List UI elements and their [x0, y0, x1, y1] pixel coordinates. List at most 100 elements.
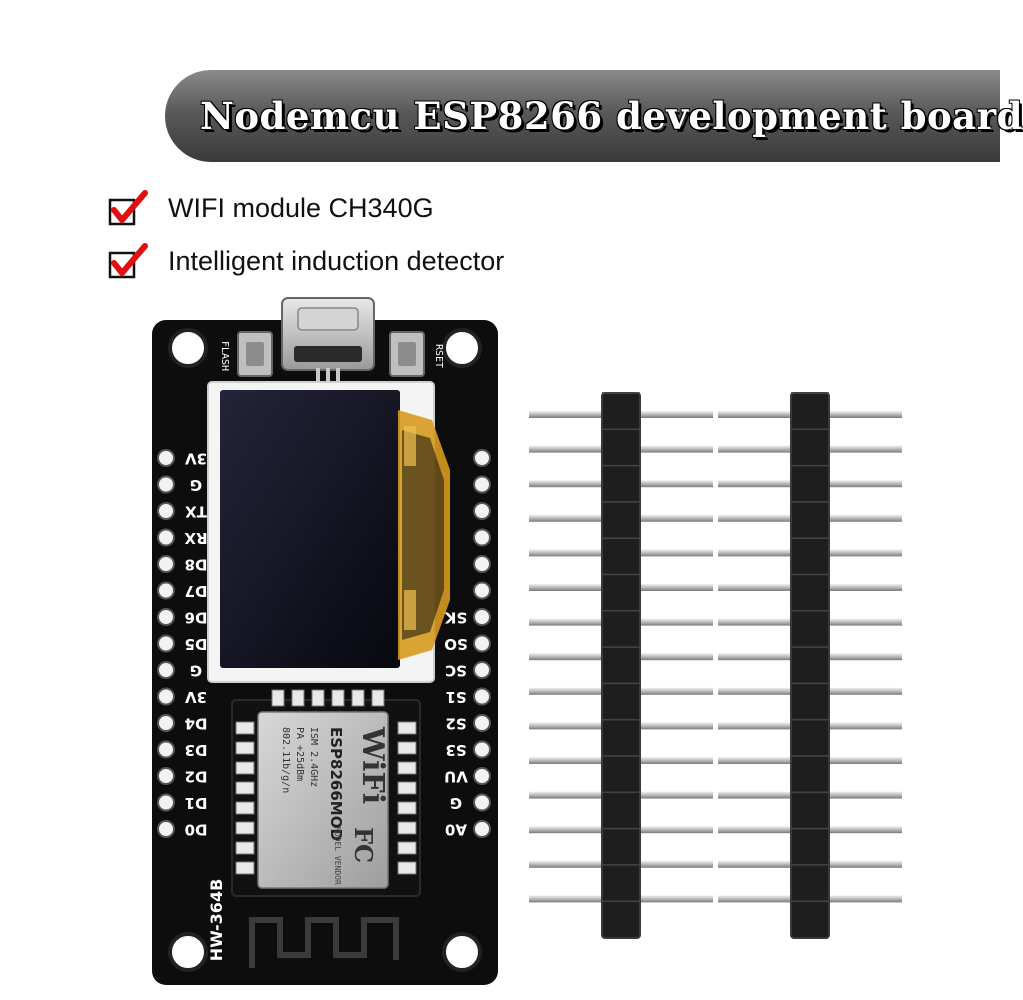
module-pad: [371, 689, 385, 707]
module-spec-line: PA +25dBm: [294, 727, 305, 781]
module-pad: [235, 781, 255, 795]
pin-pad: [473, 740, 491, 759]
left-pin-label: D4: [185, 715, 208, 733]
module-pad: [235, 721, 255, 735]
page-title: Nodemcu ESP8266 development board: [200, 94, 1023, 138]
antenna-trace: [249, 917, 399, 968]
usb-connector: [281, 297, 375, 382]
module-pad: [397, 841, 417, 855]
pin-pad: [473, 714, 491, 732]
module-pad: [397, 721, 417, 735]
pin-pad: [473, 581, 491, 600]
left-pin-label: RX: [184, 529, 208, 547]
pin-pad: [157, 740, 175, 759]
left-pin-label: D5: [185, 635, 208, 653]
title-banner: [165, 70, 1000, 162]
module-pad: [397, 781, 417, 795]
pin-pad: [157, 608, 175, 626]
left-pin-label: D0: [185, 821, 208, 839]
mounting-hole: [168, 932, 208, 972]
pin-pad: [473, 687, 491, 706]
module-pad: [235, 801, 255, 815]
pin-pad: [157, 475, 175, 494]
pin-pad: [157, 502, 175, 520]
pin-pad: [473, 661, 491, 679]
pin-pad: [473, 767, 491, 785]
module-name: ESP8266MOD: [327, 727, 345, 841]
left-pin-label: 3V: [185, 688, 207, 706]
pin-pad: [473, 793, 491, 812]
right-pin-label: S3: [445, 741, 466, 759]
module-pad: [311, 689, 325, 707]
pin-pad: [473, 608, 491, 626]
feature-item: Intelligent induction detector: [108, 243, 504, 279]
module-spec-line: 802.11b/g/n: [280, 727, 291, 793]
left-pin-label: G: [190, 662, 202, 680]
feature-item: WIFI module CH340G: [108, 190, 434, 226]
pin-pad: [157, 767, 175, 785]
pin-pad: [157, 449, 175, 467]
module-wifi-logo: WiFi: [355, 726, 390, 804]
module-pad: [235, 761, 255, 775]
left-pin-label: TX: [185, 503, 207, 521]
oled-display: [207, 381, 450, 683]
module-fc-mark: FC: [349, 827, 378, 863]
left-pin-label: D1: [185, 794, 208, 812]
pin-header-right: [718, 392, 902, 939]
module-pad: [235, 861, 255, 875]
module-pad: [397, 821, 417, 835]
checkmark-icon: [108, 243, 148, 279]
mounting-hole: [168, 328, 208, 368]
pin-pad: [157, 714, 175, 732]
mounting-hole: [442, 932, 482, 972]
module-model-line: MODEL VENDOR: [333, 827, 342, 885]
left-pin-label: D6: [185, 609, 208, 627]
right-pin-label: SK: [443, 609, 467, 627]
module-pad: [291, 689, 305, 707]
pin-pad: [157, 661, 175, 679]
module-pad: [235, 741, 255, 755]
left-pin-label: D7: [185, 582, 208, 600]
right-pin-label: S2: [445, 715, 466, 733]
pin-pad: [473, 634, 491, 653]
module-pad: [331, 689, 345, 707]
right-pin-label: VU: [444, 768, 468, 786]
board-model-label: HW-364B: [207, 879, 226, 962]
pin-pad: [157, 687, 175, 706]
pin-pad: [157, 820, 175, 838]
module-pad: [351, 689, 365, 707]
reset-label: RSET: [433, 344, 444, 368]
left-pin-label: D8: [185, 556, 208, 574]
pin-pad: [157, 555, 175, 573]
left-pin-label: D2: [185, 768, 208, 786]
feature-text: WIFI module CH340G: [168, 192, 434, 223]
module-pad: [397, 761, 417, 775]
module-pad: [235, 841, 255, 855]
pin-pad: [473, 475, 491, 494]
header-plastic: [601, 392, 641, 939]
pin-header-left: [529, 392, 713, 939]
header-plastic: [790, 392, 830, 939]
feature-text: Intelligent induction detector: [168, 245, 505, 276]
pin-pad: [157, 581, 175, 600]
checkmark-icon: [108, 190, 148, 226]
right-pin-label: S1: [445, 688, 466, 706]
module-pad: [397, 861, 417, 875]
module-pad: [397, 741, 417, 755]
module-spec-line: ISM 2.4GHz: [308, 727, 319, 787]
pin-pad: [473, 502, 491, 520]
product-photo: FLASH RSET 3VGTXRXD8D7D6D5G3VD4D3D2D1D0 …: [152, 297, 902, 985]
right-pin-label: SC: [445, 662, 467, 680]
right-pin-label: SO: [444, 635, 468, 653]
right-pin-label: A0: [445, 821, 467, 839]
pin-pad: [473, 449, 491, 467]
mounting-hole: [442, 328, 482, 368]
module-pad: [271, 689, 285, 707]
module-pad: [235, 821, 255, 835]
flash-button: [237, 331, 273, 377]
left-pin-label: 3V: [185, 450, 207, 468]
module-pad: [397, 801, 417, 815]
pin-pad: [157, 793, 175, 812]
pin-pad: [157, 528, 175, 547]
reset-button: [389, 331, 425, 377]
